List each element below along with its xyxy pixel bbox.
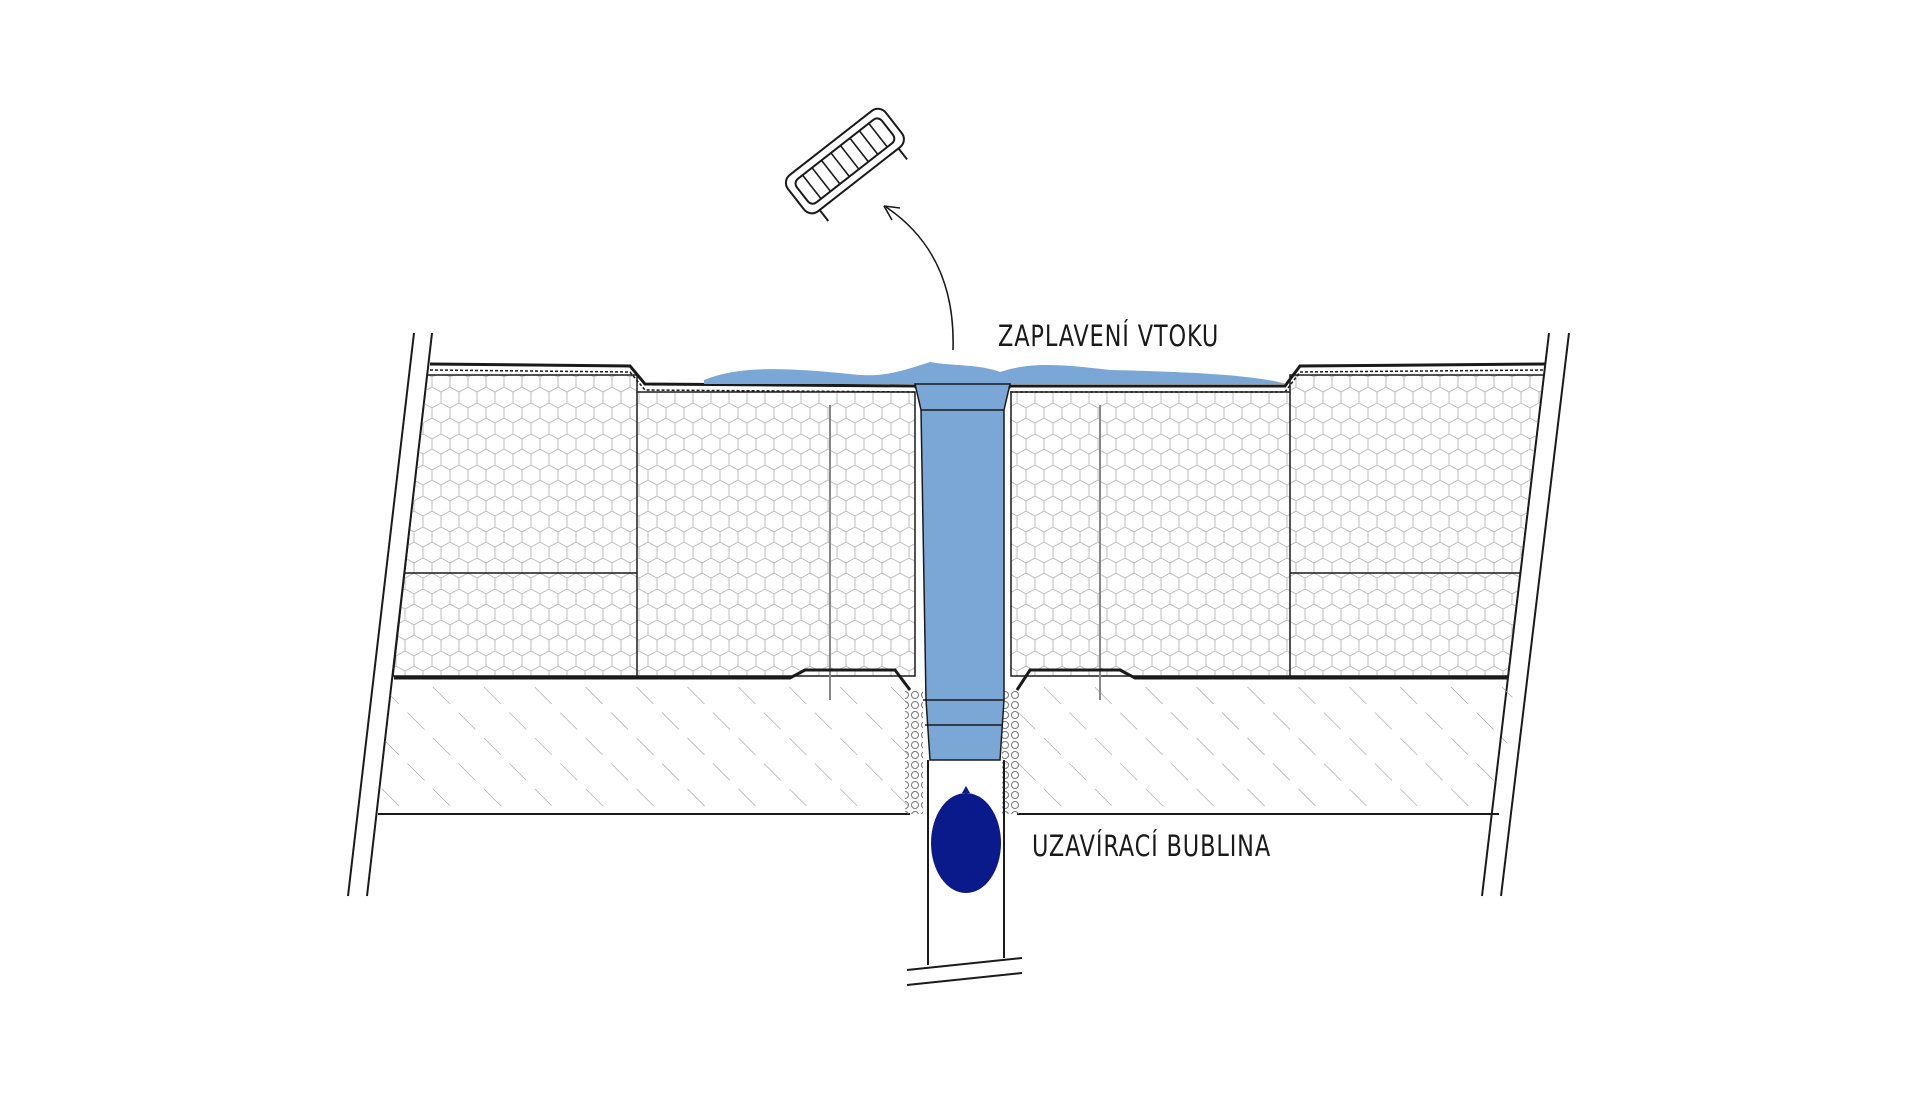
drain-grate-icon [784,107,908,222]
insulation-right [1010,374,1545,700]
outlet-pipe [906,760,1023,986]
bubble-label: UZAVÍRACÍ BUBLINA [1032,829,1272,863]
curved-arrow-icon [883,205,954,351]
closing-bubble [931,786,1001,893]
concrete-slab [377,683,1514,815]
flood-water [704,362,1286,761]
insulation-left [392,374,916,700]
flooding-label: ZAPLAVENÍ VTOKU [998,319,1220,353]
